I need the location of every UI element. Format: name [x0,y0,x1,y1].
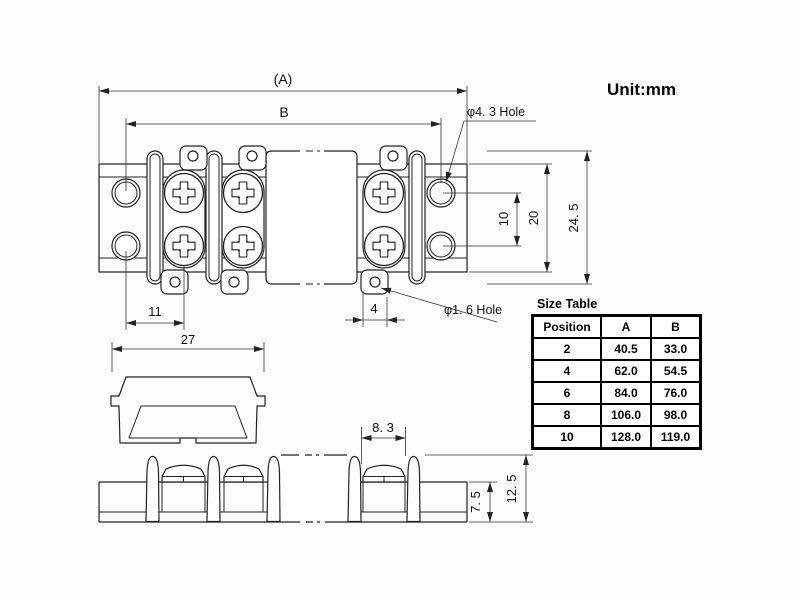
terminal-screw [222,172,264,214]
dim-overall-length: (A) [274,71,293,87]
cell-a: 40.5 [600,337,652,361]
column-header-b: B [650,314,702,339]
unit-label: Unit:mm [607,80,676,99]
barrier-slot [205,150,223,285]
end-view [110,376,266,444]
barrier-fin [145,455,160,523]
table-row: 10 128.0 119.0 [531,425,702,450]
barrier-fin [266,455,281,523]
terminal-pole [160,145,208,295]
cell-a: 84.0 [600,381,652,405]
cell-b: 119.0 [650,425,702,450]
table-row: 8 106.0 98.0 [531,403,702,427]
barrier-slot [408,150,426,285]
table-row: 6 84.0 76.0 [531,381,702,405]
cell-b: 54.5 [650,359,702,383]
terminal-screw [163,225,205,267]
screw-head [161,464,206,483]
cell-position: 8 [531,403,602,427]
table-row: 4 62.0 54.5 [531,359,702,383]
terminal-screw [163,172,205,214]
terminal-pole [360,145,408,295]
dim-10: 10 [496,212,511,226]
cell-a: 106.0 [600,403,652,427]
dim-27: 27 [181,332,195,347]
size-table-title: Size Table [537,297,598,311]
dim-12-5: 12. 5 [504,475,519,504]
cell-b: 98.0 [650,403,702,427]
table-row: 2 40.5 33.0 [531,337,702,361]
label-pilot-hole: φ1. 6 Hole [444,303,502,317]
dim-20: 20 [526,211,541,225]
screw-head [362,464,406,483]
cell-a: 62.0 [600,359,652,383]
top-view [98,145,468,295]
dim-8-3: 8. 3 [372,420,394,435]
barrier-fin [206,455,221,523]
terminal-pole [220,145,267,295]
dim-hole-pitch-b: B [279,104,288,120]
dim-11: 11 [148,304,162,319]
dim-24-5: 24. 5 [566,204,581,233]
dim-4: 4 [370,301,377,316]
barrier-slot [146,150,164,285]
cell-a: 128.0 [600,425,652,450]
cell-position: 10 [531,425,602,450]
size-table-grid: Position A B 2 40.5 33.0 4 62.0 54.5 6 [531,314,702,450]
terminal-screw [363,172,405,214]
cell-b: 76.0 [650,381,702,405]
column-header-position: Position [531,314,602,339]
cell-position: 4 [531,359,602,383]
column-header-a: A [600,314,652,339]
terminal-screw [363,225,405,267]
barrier-fin [406,455,421,523]
size-table: Size Table Position A B 2 40.5 33.0 4 62… [531,297,702,450]
terminal-screw [222,225,264,267]
dimension-texts: (A) B 11 4 27 10 20 24. 5 8. 3 7. 5 12. … [148,71,581,513]
front-view [98,454,468,523]
dim-7-5: 7. 5 [468,491,483,513]
screw-head [223,464,264,483]
barrier-fin [347,455,362,523]
cell-position: 6 [531,381,602,405]
label-mounting-hole: φ4. 3 Hole [467,105,525,119]
cell-b: 33.0 [650,337,702,361]
size-table-header-row: Position A B [531,314,702,339]
cell-position: 2 [531,337,602,361]
